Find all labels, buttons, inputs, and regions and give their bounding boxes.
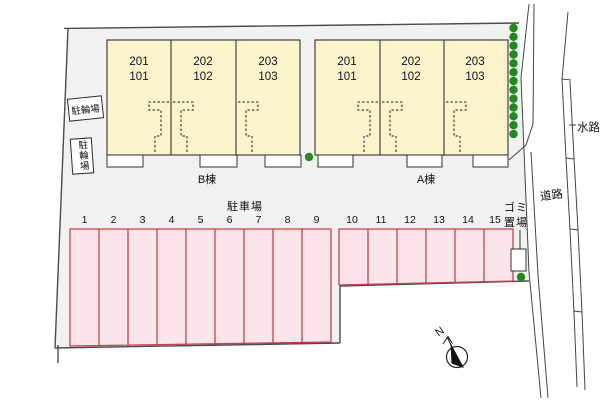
tree-icon <box>509 68 518 77</box>
unit-number: 101 <box>129 70 149 83</box>
unit-number: 203 <box>465 56 485 68</box>
staircase <box>357 101 378 152</box>
staircase <box>173 101 194 152</box>
building-a-label: A棟 <box>416 174 436 186</box>
tree-icon <box>509 32 518 41</box>
tree-icon <box>509 50 518 59</box>
road-lines <box>508 3 549 399</box>
unit-number: 202 <box>193 56 213 68</box>
parking-number-1: 1 <box>81 214 88 226</box>
parking-number-2: 2 <box>110 214 117 226</box>
garbage-label-line2: 置場 <box>504 217 528 229</box>
tree-icon <box>509 112 518 121</box>
building-b <box>106 39 301 156</box>
tree-icon <box>509 103 518 112</box>
parking-number-4: 4 <box>168 214 175 226</box>
compass-needle-icon <box>450 343 464 368</box>
tree-icon <box>509 23 518 33</box>
tree-icon <box>509 129 518 139</box>
boundary-bottom-left <box>54 342 341 349</box>
road-edge-right <box>530 151 549 399</box>
compass <box>442 335 469 369</box>
unit-label-b2: 202 102 <box>193 55 212 84</box>
waterway-channel <box>561 11 586 391</box>
porches <box>106 154 509 168</box>
parking-number-11: 11 <box>375 214 387 226</box>
unit-number: 102 <box>401 70 421 83</box>
parking-number-14: 14 <box>462 214 474 226</box>
boundary-top <box>63 22 520 30</box>
porch <box>264 154 302 168</box>
tree-icon <box>509 76 518 86</box>
tree-icon <box>304 152 314 162</box>
road-label: 道路 <box>539 188 564 204</box>
staircase-outlines <box>148 101 467 152</box>
unit-label-a3: 203 103 <box>465 55 484 84</box>
boundary-left <box>54 27 69 349</box>
unit-number: 202 <box>401 56 421 68</box>
porch <box>317 154 354 168</box>
parking-number-5: 5 <box>197 214 204 226</box>
parking-area <box>69 228 332 347</box>
unit-number: 101 <box>337 70 357 83</box>
compass-circle <box>445 345 469 369</box>
tree-icon <box>516 272 526 282</box>
waterway-label: 水路 <box>577 122 600 134</box>
tree-icon <box>509 85 518 95</box>
unit-label-b3: 203 103 <box>258 55 277 84</box>
parking-number-12: 12 <box>404 214 416 226</box>
waterway-line-left <box>561 11 578 388</box>
porch <box>199 154 238 168</box>
site-boundary <box>54 22 530 363</box>
unit-number: 102 <box>193 70 213 83</box>
unit-number: 203 <box>258 56 278 68</box>
staircase <box>446 101 467 152</box>
parking-dividers <box>367 229 485 284</box>
building-a <box>314 39 509 156</box>
tree-row <box>304 23 526 282</box>
parking-dividers <box>98 229 303 345</box>
staircase <box>148 101 169 152</box>
porch <box>472 154 509 168</box>
parking-number-3: 3 <box>139 214 146 226</box>
staircase <box>238 101 259 152</box>
road-edge-left <box>520 3 542 399</box>
parking-block-1-9 <box>69 228 332 347</box>
bicycle-parking-box-1: 駐輪場 <box>66 95 105 122</box>
unit-number: 103 <box>258 70 278 83</box>
parking-number-13: 13 <box>433 214 445 226</box>
unit-number: 201 <box>337 56 357 68</box>
porch <box>106 154 144 168</box>
tree-icon <box>509 94 518 103</box>
unit-number: 201 <box>129 56 149 68</box>
unit-dividers <box>170 40 445 155</box>
parking-number-9: 9 <box>313 214 320 226</box>
parking-number-6: 6 <box>226 214 233 226</box>
porch <box>406 154 443 168</box>
buildings <box>106 39 509 156</box>
staircase <box>382 101 403 152</box>
unit-number: 103 <box>465 70 485 83</box>
unit-label-a1: 201 101 <box>337 55 356 84</box>
unit-label-b1: 201 101 <box>129 55 148 84</box>
building-b-label: B棟 <box>197 174 217 186</box>
unit-label-a2: 202 102 <box>401 55 420 84</box>
parking-number-7: 7 <box>255 214 262 226</box>
garbage-label-line1: ゴミ <box>504 202 528 214</box>
bicycle-parking-box-2: 駐輪場 <box>69 137 95 175</box>
tree-icon <box>509 41 518 50</box>
parking-number-8: 8 <box>284 214 291 226</box>
parking-number-10: 10 <box>346 214 358 226</box>
parking-number-15: 15 <box>489 214 501 226</box>
parking-block-10-15 <box>338 228 514 286</box>
tree-icon <box>509 59 518 68</box>
road-edge-sliver <box>508 3 535 161</box>
north-arrowhead-icon <box>442 335 453 345</box>
parking-lot-label: 駐車場 <box>227 201 263 213</box>
waterway-ticks <box>561 78 583 313</box>
garbage-shed <box>510 248 527 272</box>
tree-icon <box>509 121 518 130</box>
